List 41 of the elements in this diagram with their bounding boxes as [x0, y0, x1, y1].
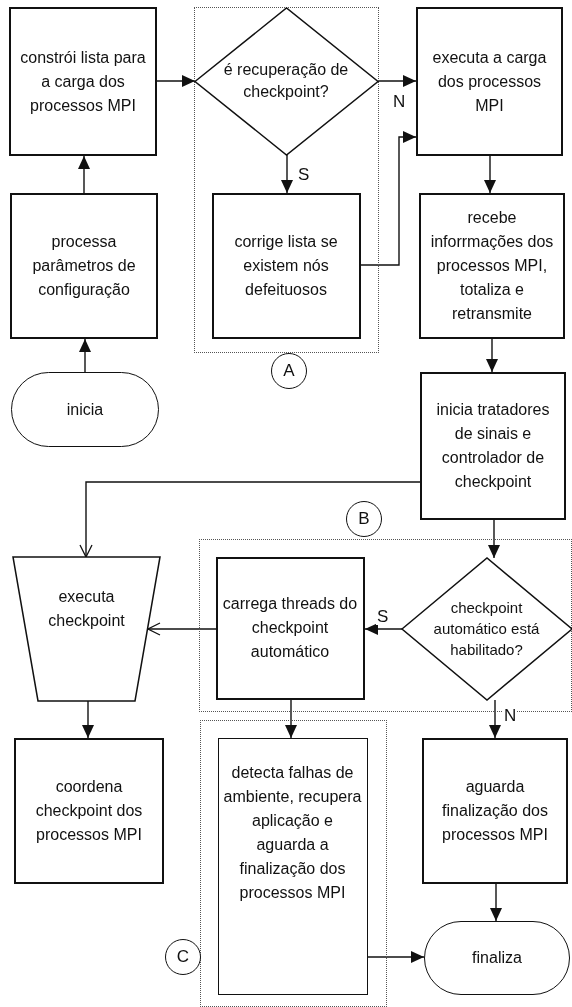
process-step: coordena checkpoint dos processos MPI: [14, 738, 164, 884]
arrow: [360, 131, 417, 266]
section-marker: B: [346, 501, 382, 537]
arrow: [79, 338, 91, 373]
arrow: [377, 75, 417, 87]
section-marker: A: [271, 353, 307, 389]
process-step: processa parâmetros de configuração: [10, 193, 158, 339]
edge-label: N: [392, 93, 407, 110]
arrow: [490, 883, 502, 922]
group-frame: [200, 720, 387, 1007]
process-step: aguarda finalização dos processos MPI: [422, 738, 568, 884]
arrow: [78, 155, 90, 194]
terminal-shape: finaliza: [424, 921, 570, 995]
process-step: inicia tratadores de sinais e controlador de checkpoint: [420, 372, 566, 520]
step-text: executa checkpoint: [47, 587, 126, 631]
process-step: detecta falhas de ambiente, recupera aplicação e aguarda a finalização dos processos MPI: [217, 737, 368, 995]
arrow: [281, 154, 293, 194]
arrow: [82, 700, 94, 739]
arrow: [489, 699, 501, 739]
edge-label: S: [297, 166, 311, 183]
arrow: [488, 519, 500, 559]
arrow: [147, 622, 217, 636]
group-frame: [194, 7, 379, 353]
arrow: [484, 155, 496, 194]
arrow: [486, 338, 498, 373]
process-step: executa a carga dos processos MPI: [416, 7, 563, 156]
arrow: [285, 699, 297, 739]
arrow: [156, 75, 196, 87]
arrow: [367, 951, 425, 963]
step-text: checkpoint automático está habilitado?: [432, 598, 541, 660]
step-text: é recuperação de checkpoint?: [222, 59, 350, 102]
section-marker: C: [165, 939, 201, 975]
edge-label: S: [376, 608, 390, 625]
arrow: [79, 481, 421, 558]
terminal-shape: inicia: [11, 372, 159, 447]
process-step: recebe inforrmações dos processos MPI, totaliza e retransmite: [419, 193, 565, 339]
process-step: corrige lista se existem nós defeituosos: [211, 192, 361, 339]
process-step: carrega threads do checkpoint automático: [215, 556, 365, 700]
arrow: [364, 623, 403, 635]
edge-label: N: [503, 707, 518, 724]
process-step: constrói lista para a carga dos processos MPI: [9, 7, 157, 156]
